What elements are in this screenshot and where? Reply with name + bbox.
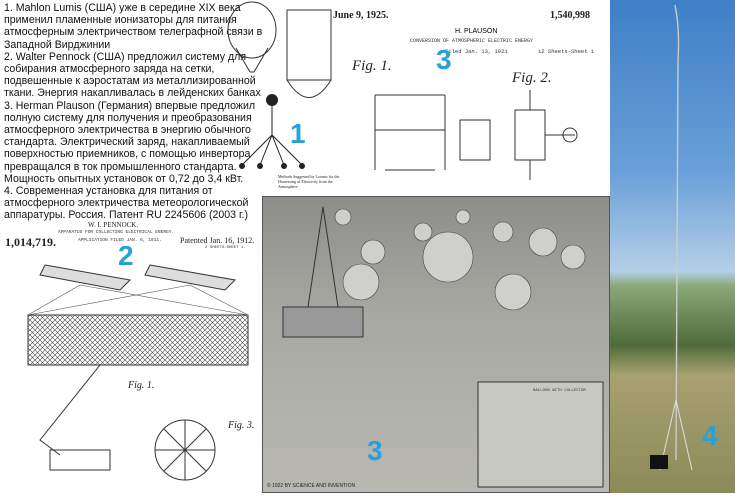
plauson-sheets: 12 Sheets-Sheet 1 bbox=[538, 48, 595, 55]
plauson-title: CONVERSION OF ATMOSPHERIC ELECTRIC ENERG… bbox=[410, 38, 534, 44]
pennock-filed: APPLICATION FILED JAN. 6, 1911. bbox=[78, 238, 162, 243]
plauson-number: 1,540,998 bbox=[550, 10, 590, 21]
pennock-drawing bbox=[27, 264, 249, 481]
inset-label: BALLOON WITH COLLECTOR bbox=[533, 389, 586, 393]
pennock-number: 1,014,719. bbox=[5, 235, 56, 249]
label-2: 2 bbox=[118, 240, 134, 271]
item-pennock: 2. Walter Pennock (США) предложил систем… bbox=[4, 50, 261, 100]
pennock-fig3: Fig. 3. bbox=[228, 420, 255, 431]
plauson-filed: Filed Jan. 13, 1921 bbox=[445, 48, 508, 55]
pennock-patented: Patented Jan. 16, 1912. bbox=[180, 236, 255, 245]
pennock-inventor: W. I. PENNOCK. bbox=[88, 221, 139, 229]
label-3-illustration: 3 bbox=[367, 435, 383, 466]
item-lumis: 1. Mahlon Lumis (США) уже в середине XIX… bbox=[4, 2, 263, 51]
loomis-balloons-drawing bbox=[227, 1, 332, 169]
plauson-circuit-drawing bbox=[374, 90, 578, 180]
balloon-collector-illustration: BALLOON WITH COLLECTOR © 1922 BY SCIENCE… bbox=[262, 196, 610, 493]
item-modern: 4. Современная установка для питания от … bbox=[4, 185, 249, 222]
copyright: © 1922 BY SCIENCE AND INVENTION bbox=[267, 483, 356, 489]
item-plauson: 3. Herman Plauson (Германия) впервые пре… bbox=[4, 99, 256, 185]
plauson-inventor: H. PLAUSON bbox=[455, 28, 498, 35]
label-3-plauson: 3 bbox=[436, 44, 452, 75]
loomis-caption: Methods Suggested by Loomis for the Harn… bbox=[278, 174, 340, 189]
pennock-title: APPARATUS FOR COLLECTING ELECTRICAL ENER… bbox=[58, 230, 175, 235]
pennock-fig1: Fig. 1. bbox=[128, 380, 155, 391]
modern-installation-photo bbox=[610, 0, 735, 493]
pennock-sheets: 2 SHEETS-SHEET 1. bbox=[205, 246, 246, 250]
description-text: 1. Mahlon Lumis (США) уже в середине XIX… bbox=[4, 2, 274, 222]
plauson-fig1: Fig. 1. bbox=[352, 58, 392, 74]
plauson-fig2: Fig. 2. bbox=[512, 70, 552, 86]
label-1: 1 bbox=[290, 118, 306, 149]
plauson-date: June 9, 1925. bbox=[333, 10, 389, 21]
label-4: 4 bbox=[702, 420, 718, 451]
